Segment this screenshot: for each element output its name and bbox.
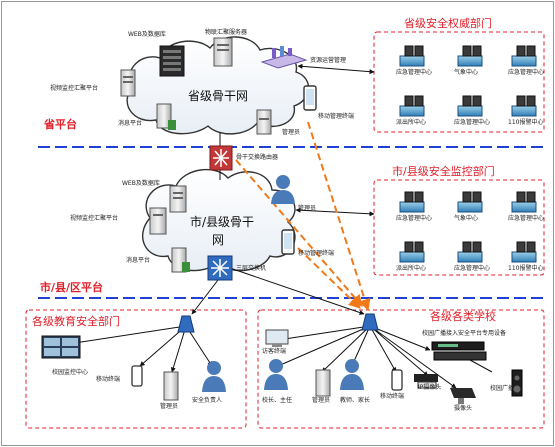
city-mobile-label: 移动管理终端 <box>298 250 335 257</box>
school-admin-server-icon <box>315 369 331 397</box>
prov-admin-label: 管理员 <box>282 129 301 136</box>
band-label-prov: 省平台 <box>44 118 77 131</box>
edu-safety-label: 安全负责人 <box>192 397 223 404</box>
prov-resource-label: 资源运营管理 <box>310 57 347 64</box>
prov-mobile-label: 移动管理终端 <box>318 113 355 120</box>
school-ipcam-label: IP摄像头 <box>418 384 442 391</box>
prov-center-label: 110报警中心 <box>508 119 544 126</box>
prov-dept-centers <box>399 45 537 117</box>
band-label-city: 市/县/区平台 <box>40 281 104 294</box>
city-center-icon <box>457 191 483 213</box>
school-speaker-label: 校园广播 <box>490 385 515 392</box>
prov-center-label: 应急管理中心 <box>454 119 491 126</box>
prov-center-label: 应急管理中心 <box>396 69 433 76</box>
school-title: 各级各类学校 <box>430 310 496 323</box>
city-switch-label: 三层交换机 <box>236 265 267 272</box>
city-dept-centers <box>399 191 537 263</box>
city-center-icon <box>511 241 537 263</box>
school-camera-label: 摄像头 <box>454 405 473 412</box>
prov-video-hub-label: 视频监控汇聚平台 <box>50 85 99 92</box>
school-admin-label: 管理员 <box>312 397 331 404</box>
city-cloud-title-1: 市/县级骨干 <box>190 215 255 229</box>
city-center-label: 应急管理中心 <box>396 215 433 222</box>
school-mobile-icon <box>391 369 403 391</box>
prov-center-icon <box>457 45 483 67</box>
school-teacher-label: 教师、家长 <box>340 397 371 404</box>
camera-icon <box>450 388 476 404</box>
school-principal-label: 校长、主任 <box>262 397 293 404</box>
principal-person-icon <box>264 359 288 390</box>
city-mobile-terminal-icon <box>281 229 295 255</box>
broadcast-device-icon <box>431 341 487 361</box>
city-center-icon <box>511 191 537 213</box>
prov-center-label: 派出所中心 <box>396 119 427 126</box>
city-admin-person-icon <box>271 175 295 204</box>
city-dept-title: 市/县级安全监控部门 <box>392 165 495 178</box>
city-web-db-server-icon <box>169 185 187 213</box>
prov-center-icon <box>511 45 537 67</box>
message-platform-icon <box>156 103 176 130</box>
resource-mgmt-icon <box>260 46 308 69</box>
prov-msg-label: 消息平台 <box>118 120 143 127</box>
city-web-db-label: WEB及数据库 <box>122 180 160 187</box>
city-admin-label: 管理员 <box>298 205 317 212</box>
visitor-terminal-icon <box>265 329 289 347</box>
prov-iot-label: 物联汇聚服务器 <box>205 29 248 36</box>
city-video-hub-server-icon <box>149 207 167 235</box>
connection-lines <box>67 63 493 389</box>
school-device-label: 校园广播接入安全平台专用设备 <box>421 330 506 337</box>
edu-mobile-icon <box>131 365 143 387</box>
web-db-server-icon <box>159 45 185 77</box>
prov-web-db-label: WEB及数据库 <box>128 31 166 38</box>
prov-center-icon <box>457 95 483 117</box>
edu-admin-server-icon <box>163 371 179 401</box>
school-mobile-label: 移动终端 <box>380 393 405 400</box>
school-terminal-label: 访客终端 <box>262 348 287 355</box>
city-center-label: 气象中心 <box>454 215 479 222</box>
edu-title: 各级教育安全部门 <box>32 315 120 328</box>
city-center-label: 应急管理中心 <box>508 215 545 222</box>
prov-center-icon <box>399 95 425 117</box>
core-router-icon <box>209 145 233 171</box>
city-center-label: 110报警中心 <box>508 265 544 272</box>
prov-center-label: 气象中心 <box>454 69 479 76</box>
router-label: 骨干交换路由器 <box>236 154 279 161</box>
prov-center-icon <box>511 95 537 117</box>
edu-admin-label: 管理员 <box>160 403 179 410</box>
city-center-label: 派出所中心 <box>396 265 427 272</box>
prov-dept-title: 省级安全权威部门 <box>404 17 492 30</box>
speaker-icon <box>511 369 523 397</box>
safety-officer-person-icon <box>202 361 226 392</box>
city-video-hub-label: 视频监控汇聚平台 <box>70 215 119 222</box>
ip-camera-icon <box>414 374 438 389</box>
prov-cloud-title: 省级骨干网 <box>188 89 249 103</box>
iot-server-icon <box>213 37 233 67</box>
city-center-icon <box>457 241 483 263</box>
city-center-icon <box>399 241 425 263</box>
prov-center-icon <box>399 45 425 67</box>
edu-monitor-label: 校园监控中心 <box>52 369 89 376</box>
video-hub-server-icon <box>120 69 136 97</box>
school-hub-icon <box>361 313 379 331</box>
edu-mobile-label: 移动终端 <box>96 376 121 383</box>
admin-server-icon <box>256 109 272 135</box>
edu-hub-icon <box>177 315 195 333</box>
layer3-switch-icon <box>207 255 233 281</box>
school-box <box>257 309 545 429</box>
teacher-person-icon <box>340 359 364 390</box>
monitor-wall-icon <box>41 335 81 359</box>
city-center-icon <box>399 191 425 213</box>
city-cloud-title-2: 网 <box>212 233 225 247</box>
city-center-label: 应急管理中心 <box>454 265 491 272</box>
mobile-link-arrows <box>235 121 371 312</box>
mobile-terminal-icon <box>303 85 317 111</box>
city-message-platform-icon <box>171 247 190 273</box>
city-msg-label: 消息平台 <box>126 257 151 264</box>
prov-center-label: 应急管理中心 <box>508 69 545 76</box>
